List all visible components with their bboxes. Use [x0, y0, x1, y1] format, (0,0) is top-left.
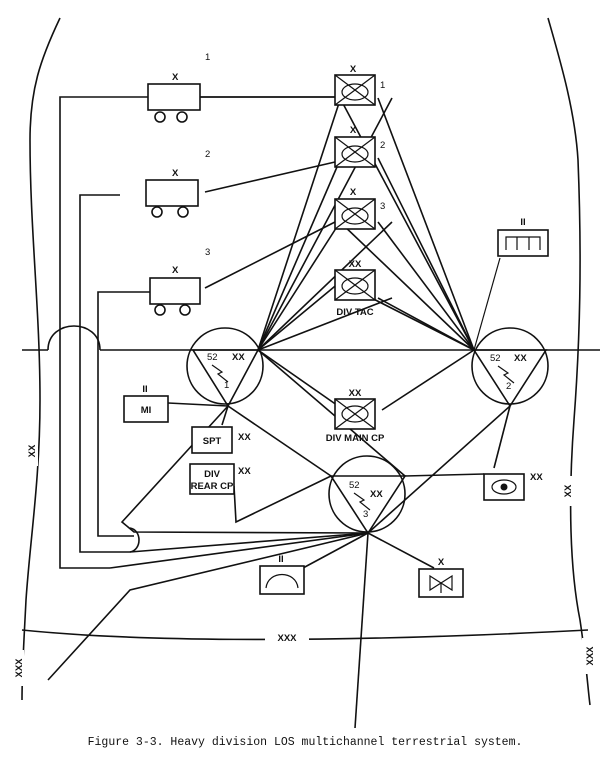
bottom-right-echelon: X — [438, 557, 445, 568]
mi-unit: II MI — [123, 384, 169, 423]
tower-1-echelon: X — [350, 64, 357, 75]
node-3-sig: 52 — [349, 480, 360, 491]
corps-boundary-label-left: XXX — [14, 658, 25, 678]
div-main-label: DIV MAIN CP — [326, 433, 385, 444]
spt-label: SPT — [203, 436, 222, 447]
network-links — [47, 96, 511, 729]
div-rear-echelon: XX — [238, 466, 251, 477]
node-1-number: 1 — [224, 380, 229, 391]
tower-3: X 3 — [334, 187, 385, 230]
brigade-3-echelon: X — [172, 265, 179, 276]
corps-boundary-label-center: XXX — [277, 633, 297, 644]
node-3: 52 XX 3 — [328, 455, 407, 535]
bottom-left-unit: II — [259, 554, 305, 595]
brigade-1-number: 1 — [205, 52, 210, 63]
brigade-3-number: 3 — [205, 247, 210, 258]
node-1-sig: 52 — [207, 352, 218, 363]
tower-1-number: 1 — [380, 80, 385, 91]
right-terminal: XX — [483, 472, 543, 501]
tower-3-echelon: X — [350, 187, 357, 198]
spt-unit: SPT XX — [191, 426, 251, 454]
node-3-echelon: XX — [370, 489, 383, 500]
right-terminal-echelon: XX — [530, 472, 543, 483]
brigade-3-van-body — [149, 277, 201, 305]
corps-boundary — [21, 629, 589, 641]
brigade-1-van: 1 X — [147, 52, 210, 123]
mi-label: MI — [141, 405, 152, 416]
node-1-echelon: XX — [232, 352, 245, 363]
div-tac-label: DIV TAC — [336, 307, 373, 318]
phase-line-arc — [47, 325, 101, 351]
brigade-2-van: 2 X — [145, 149, 210, 218]
node-1: 52 XX 1 — [186, 327, 264, 408]
node-3-number: 3 — [363, 509, 368, 520]
brigade-3-van: 3 X — [149, 247, 210, 316]
division-boundary-label-right: XX — [563, 484, 574, 497]
mi-echelon: II — [142, 384, 147, 395]
figure-caption: Figure 3-3. Heavy division LOS multichan… — [87, 736, 523, 749]
spt-echelon: XX — [238, 432, 251, 443]
brigade-1-van-body — [147, 83, 201, 111]
corps-boundary-label-right: XXX — [585, 646, 596, 666]
div-tac-echelon: XX — [349, 259, 362, 270]
tower-2-number: 2 — [380, 140, 385, 151]
division-boundary-label-left: XX — [27, 444, 38, 457]
node-2-echelon: XX — [514, 353, 527, 364]
div-tac: XX DIV TAC — [334, 259, 376, 318]
left-division-boundary — [21, 17, 61, 701]
brigade-1-echelon: X — [172, 72, 179, 83]
div-rear-line2: REAR CP — [191, 481, 234, 492]
node-2-sig: 52 — [490, 353, 501, 364]
brigade-2-echelon: X — [172, 168, 179, 179]
tower-1: X 1 — [334, 64, 385, 106]
bottom-right-unit: X — [418, 557, 464, 598]
boundary-lines — [21, 17, 600, 706]
brigade-2-van-body — [145, 179, 199, 207]
div-rear-line1: DIV — [204, 469, 221, 480]
div-rear-cp: DIV REAR CP XX — [189, 463, 251, 495]
bottom-left-echelon: II — [278, 554, 283, 565]
div-main-cp: XX DIV MAIN CP — [326, 388, 385, 444]
top-right-echelon: II — [520, 217, 525, 228]
network-diagram: XX XX XXX XXX XXX — [10, 17, 600, 729]
div-main-echelon: XX — [349, 388, 362, 399]
right-division-boundary — [547, 17, 591, 706]
top-right-unit: II — [497, 217, 549, 257]
node-2: 52 XX 2 — [471, 327, 549, 408]
tower-3-number: 3 — [380, 201, 385, 212]
tower-2: X 2 — [334, 125, 385, 168]
node-2-number: 2 — [506, 381, 511, 392]
brigade-2-number: 2 — [205, 149, 210, 160]
boundary-labels: XX XX XXX XXX XXX — [10, 436, 596, 686]
tower-2-echelon: X — [350, 125, 357, 136]
